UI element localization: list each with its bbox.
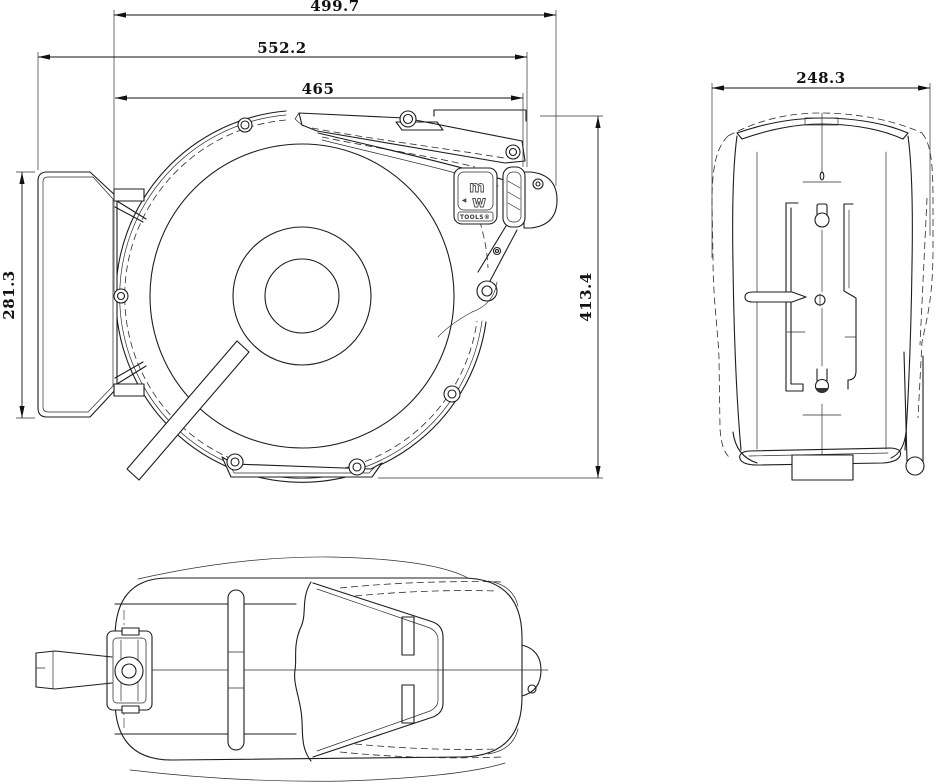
arm-slot bbox=[395, 121, 444, 131]
handle-slot bbox=[227, 589, 245, 751]
dimension-overall-depth-value: 248.3 bbox=[796, 69, 845, 87]
arm-raised-tab bbox=[433, 109, 527, 122]
dimension-bracket-height-value: 281.3 bbox=[0, 270, 18, 319]
side-silhouette-left bbox=[711, 135, 732, 460]
hub-circle bbox=[264, 258, 340, 334]
dimension-housing-width: 465 bbox=[115, 80, 523, 101]
dimension-reel-width: 499.7 bbox=[114, 0, 556, 18]
brand-badge: m w ◀ TOOLS® bbox=[453, 167, 498, 225]
rim-screw-right bbox=[443, 385, 461, 403]
ratchet-cover-screw bbox=[532, 178, 544, 190]
side-silhouette-right bbox=[917, 132, 934, 419]
badge-banner bbox=[457, 211, 494, 222]
mouth-roller-top bbox=[401, 616, 415, 656]
side-view bbox=[711, 112, 934, 481]
mouth-roller-bottom bbox=[401, 684, 415, 724]
cover-screw-small bbox=[492, 246, 502, 256]
front-view: m w ◀ TOOLS® bbox=[37, 109, 558, 483]
bottom-hose-horn bbox=[35, 650, 113, 690]
latch-grip-lines bbox=[507, 180, 521, 211]
dimension-reel-width-value: 499.7 bbox=[310, 0, 359, 15]
spool-face-circle bbox=[149, 143, 455, 449]
side-foot-band bbox=[739, 447, 902, 466]
housing-foot bbox=[221, 453, 383, 478]
bottom-silhouette-bottom bbox=[129, 762, 506, 782]
dimension-overall-depth: 248.3 bbox=[712, 69, 930, 91]
arm-pivot-screw bbox=[399, 110, 417, 128]
swivel-pivot bbox=[114, 656, 144, 686]
mouth-wavy-edge bbox=[294, 581, 312, 762]
mounting-keyhole-top bbox=[816, 203, 828, 215]
badge-brand-label: TOOLS® bbox=[460, 214, 490, 221]
side-top-notch bbox=[804, 117, 839, 126]
dimension-bracket-height: 281.3 bbox=[0, 172, 25, 418]
rim-screw-top-left bbox=[237, 117, 253, 133]
badge-pointer-icon: ◀ bbox=[462, 197, 467, 204]
dimension-overall-height-value: 413.4 bbox=[577, 272, 595, 321]
arm-root-notch bbox=[294, 112, 304, 127]
side-body-right-edge bbox=[904, 135, 913, 451]
dimension-overall-height: 413.4 bbox=[577, 116, 601, 478]
foot-screw-left bbox=[226, 453, 244, 471]
side-foot-block bbox=[791, 454, 854, 481]
dimension-housing-width-value: 465 bbox=[302, 80, 335, 98]
bottom-body-outline bbox=[114, 577, 523, 761]
dimension-overall-width-value: 552.2 bbox=[257, 39, 306, 57]
latch-strip bbox=[502, 166, 526, 228]
outlet-arm bbox=[477, 225, 518, 282]
latch-assembly bbox=[437, 166, 558, 403]
dimension-overall-width: 552.2 bbox=[38, 39, 527, 60]
bottom-swivel-bracket bbox=[106, 627, 153, 714]
hose-end-stop bbox=[905, 456, 925, 476]
badge-inner-frame bbox=[457, 171, 494, 211]
side-hose bbox=[903, 197, 928, 476]
rim-screw-left bbox=[113, 288, 129, 304]
wall-bracket bbox=[37, 171, 147, 418]
foot-screw-right bbox=[348, 458, 366, 476]
side-body-left-edge bbox=[732, 135, 742, 451]
bracket-hinge-tab-top bbox=[113, 188, 145, 202]
badge-monogram-top: m bbox=[469, 178, 485, 196]
bottom-end-boss bbox=[521, 644, 542, 697]
side-silhouette-top bbox=[727, 112, 923, 137]
mounting-keyhole-bottom bbox=[816, 368, 828, 382]
bottom-silhouette-top bbox=[137, 556, 469, 580]
hose-mouth bbox=[294, 581, 504, 762]
ratchet-cover bbox=[523, 171, 558, 229]
side-bottom bbox=[732, 403, 907, 481]
plate-hook-bottom-left bbox=[785, 366, 804, 392]
bottom-view bbox=[35, 556, 549, 782]
mounting-plate bbox=[744, 202, 857, 394]
badge-monogram-bottom: w bbox=[472, 193, 486, 211]
drum-circle bbox=[232, 226, 372, 366]
hose-guide-bar bbox=[126, 340, 250, 481]
dimensions: 499.7 552.2 465 413.4 281.3 248.3 bbox=[0, 0, 931, 479]
release-pointer bbox=[744, 291, 807, 303]
hose-outlet bbox=[476, 280, 498, 302]
arm-end-screw bbox=[505, 144, 521, 160]
bracket-hinge-tab-bottom bbox=[113, 383, 145, 397]
